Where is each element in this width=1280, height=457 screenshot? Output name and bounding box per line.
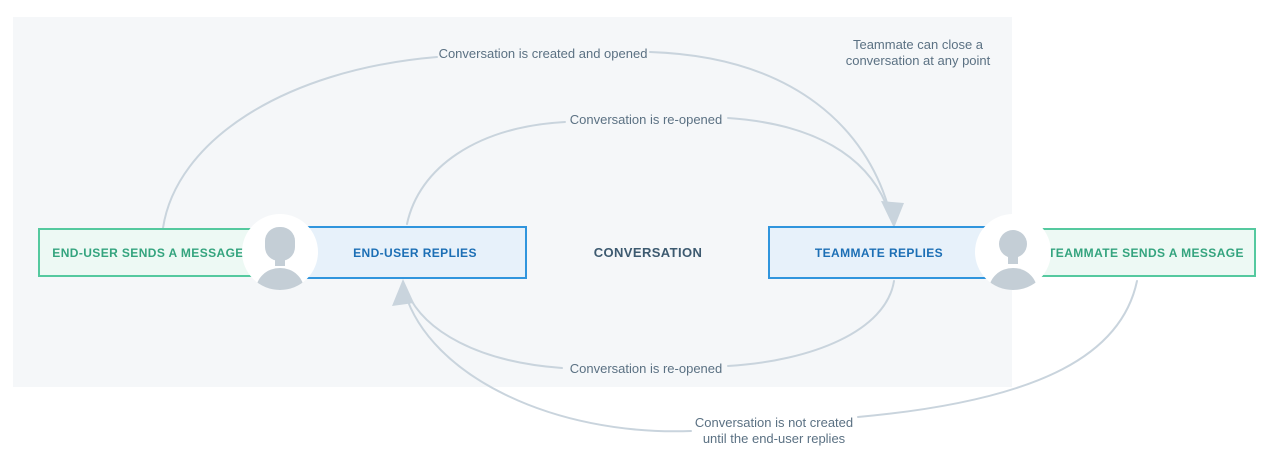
arc-reopened-bottom-left bbox=[406, 291, 563, 369]
person-female-icon bbox=[256, 227, 304, 290]
node-end-user-replies: END-USER REPLIES bbox=[303, 226, 527, 279]
label-line: Teammate can close a bbox=[852, 37, 984, 52]
label-not-created: Conversation is not created until the en… bbox=[695, 415, 853, 447]
person-male-icon bbox=[989, 230, 1037, 290]
label-reopened-bottom: Conversation is re-opened bbox=[569, 361, 723, 376]
arrowhead-down-icon bbox=[881, 201, 904, 228]
arc-created-left bbox=[162, 56, 438, 229]
arc-created-right bbox=[649, 51, 889, 207]
arc-reopened-bottom-right bbox=[727, 280, 895, 367]
label-line: until the end-user replies bbox=[702, 431, 846, 446]
background-panel bbox=[13, 17, 1012, 387]
node-label: TEAMMATE REPLIES bbox=[814, 245, 944, 260]
label-conversation-created: Conversation is created and opened bbox=[438, 46, 648, 61]
node-label: END-USER REPLIES bbox=[353, 245, 477, 260]
node-end-user-sends-message: END-USER SENDS A MESSAGE bbox=[38, 228, 258, 277]
node-label: END-USER SENDS A MESSAGE bbox=[52, 245, 244, 260]
teammate-avatar bbox=[975, 214, 1051, 290]
node-teammate-replies: TEAMMATE REPLIES bbox=[768, 226, 990, 279]
arc-reopened-top-left bbox=[406, 121, 566, 225]
label-reopened-top: Conversation is re-opened bbox=[569, 112, 723, 127]
label-line: conversation at any point bbox=[845, 53, 991, 68]
label-line: Conversation is not created bbox=[694, 415, 854, 430]
arc-notcreated-left bbox=[404, 292, 692, 433]
arrowhead-up-icon bbox=[392, 279, 414, 306]
end-user-avatar bbox=[242, 214, 318, 290]
arc-reopened-top-right bbox=[727, 117, 887, 205]
node-label: TEAMMATE SENDS A MESSAGE bbox=[1048, 245, 1244, 260]
arc-notcreated-right bbox=[857, 280, 1138, 418]
node-teammate-sends-message: TEAMMATE SENDS A MESSAGE bbox=[1036, 228, 1256, 277]
conversation-title: CONVERSATION bbox=[593, 245, 703, 260]
label-teammate-can-close: Teammate can close a conversation at any… bbox=[846, 37, 991, 69]
